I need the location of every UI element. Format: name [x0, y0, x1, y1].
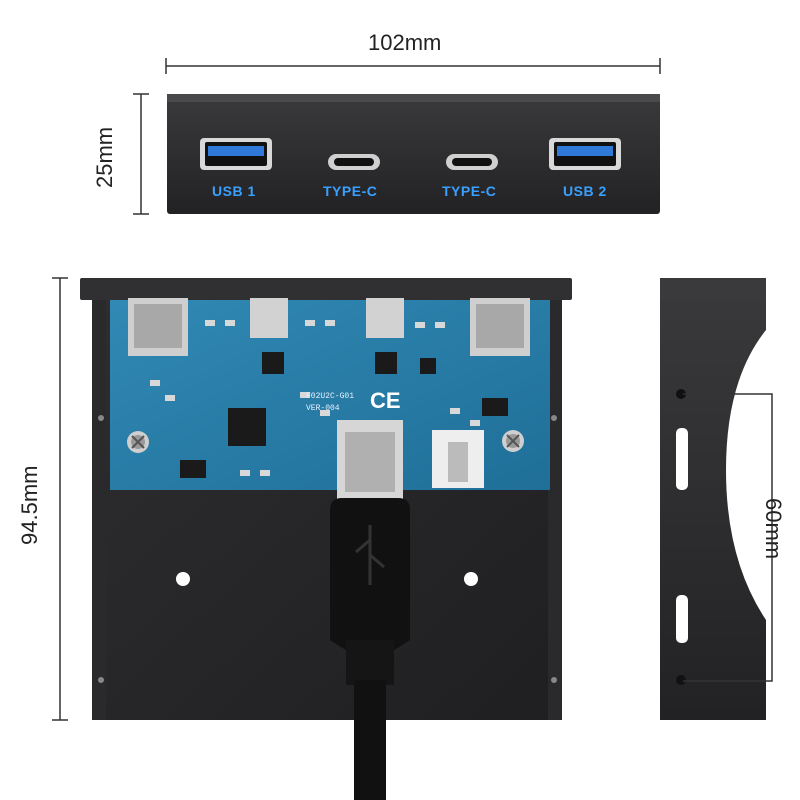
usb-c-port-icon	[446, 154, 498, 170]
hole-spacing-dimension-line	[683, 393, 773, 682]
side-view-bracket	[660, 278, 766, 720]
usb-c-port-icon	[328, 154, 380, 170]
circuit-board	[110, 298, 550, 490]
usb-a-port-icon	[200, 138, 272, 170]
usb-cable	[330, 420, 410, 800]
width-label: 102mm	[368, 30, 442, 55]
pcb-marking-model: F02U2C-G01	[306, 392, 355, 401]
front-panel	[167, 94, 660, 214]
depth-label: 94.5mm	[17, 465, 42, 545]
height-dimension-line	[133, 93, 149, 215]
height-label: 25mm	[92, 126, 117, 188]
port-label-type-c-2: TYPE-C	[442, 183, 497, 199]
mounting-hole-icon	[176, 572, 190, 586]
screw-icon	[502, 430, 524, 452]
screw-icon	[127, 431, 149, 453]
depth-dimension-line	[52, 277, 68, 721]
ce-mark: CE	[370, 388, 401, 413]
usb-symbol-icon	[355, 525, 385, 585]
usb-a-port-icon	[549, 138, 621, 170]
port-label-type-c-1: TYPE-C	[323, 183, 378, 199]
hole-spacing-label: 60mm	[761, 498, 786, 560]
port-label-usb1: USB 1	[212, 183, 256, 199]
port-label-usb2: USB 2	[563, 183, 607, 199]
mounting-hole-icon	[464, 572, 478, 586]
pcb-marking-version: VER-004	[306, 404, 340, 413]
width-dimension-line	[165, 58, 661, 74]
